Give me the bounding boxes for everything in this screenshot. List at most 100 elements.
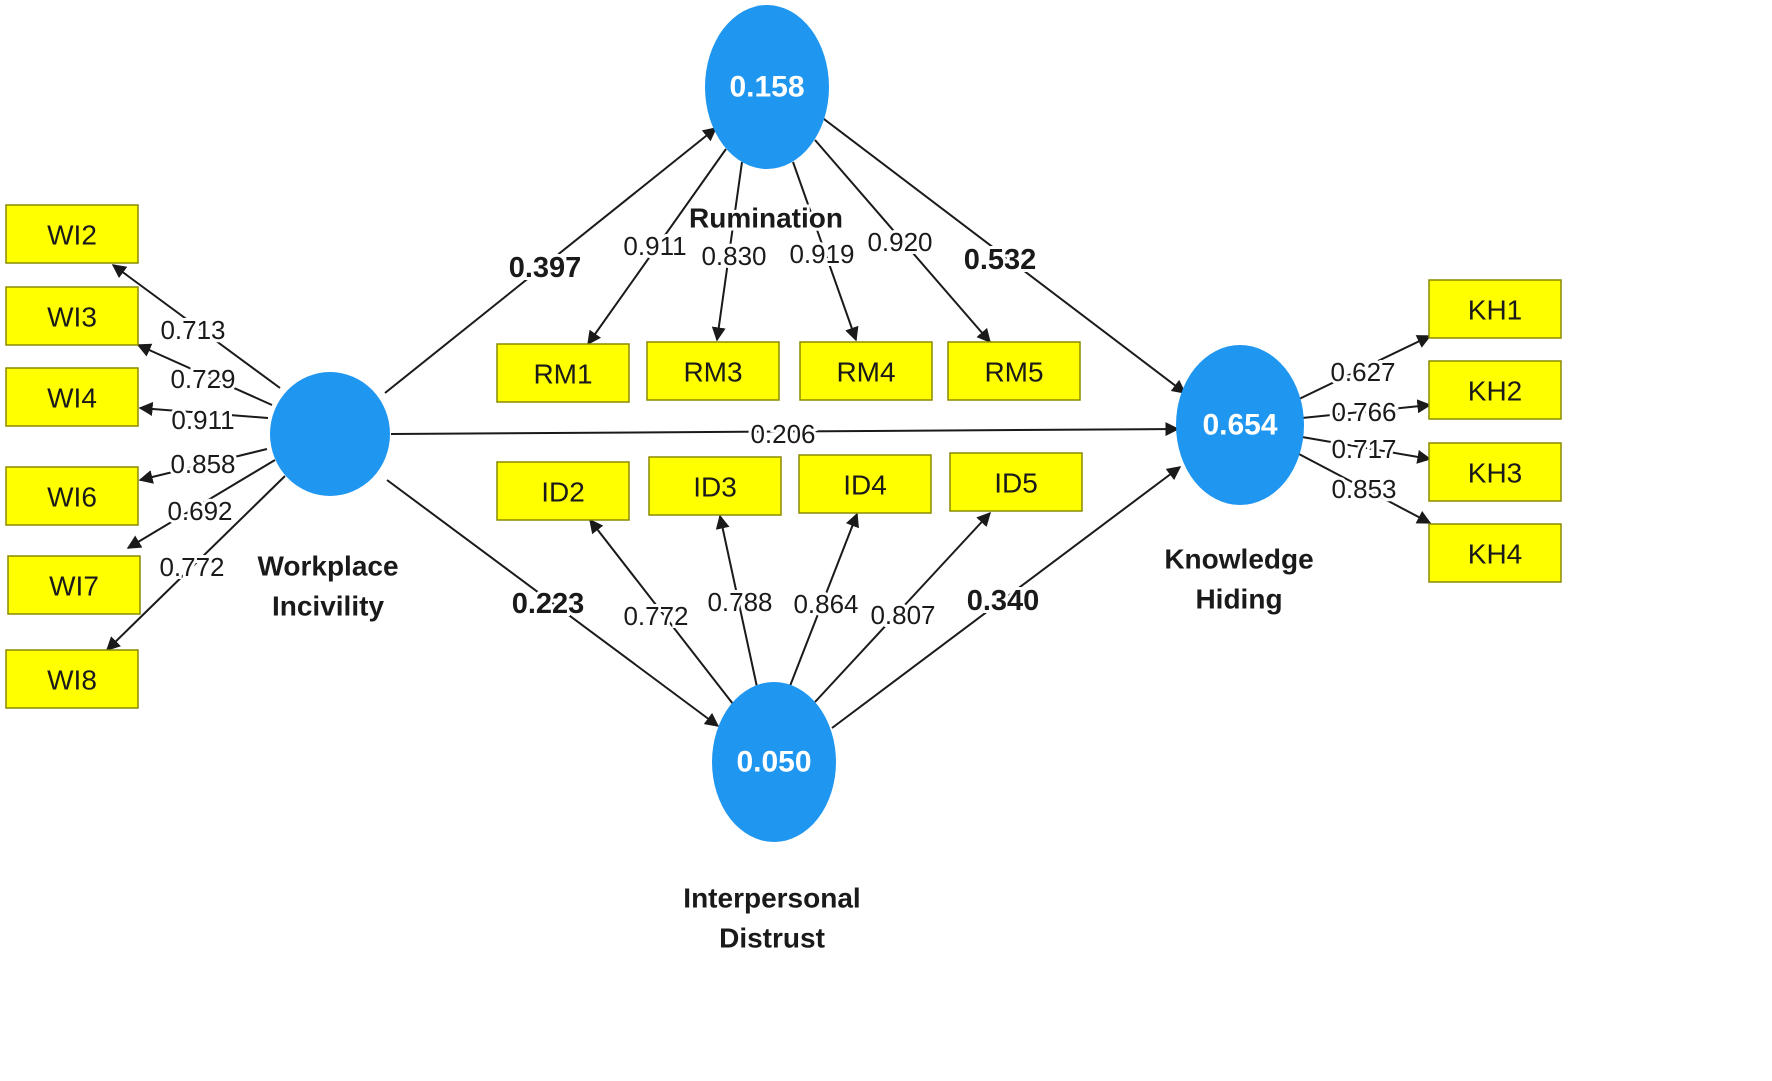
- path-arrow-rm_kh: [815, 112, 1187, 394]
- path-arrow-wi_id: [386, 479, 720, 727]
- path-arrow-id_kh: [831, 466, 1182, 729]
- loading-label-kh1: 0.627: [1330, 357, 1395, 387]
- indicator-rm5[interactable]: RM5: [947, 341, 1081, 401]
- loading-arrow-wi-1: [111, 264, 281, 389]
- construct-name-rumination-line-1: Rumination: [689, 203, 843, 234]
- indicator-id3[interactable]: ID3: [648, 456, 782, 516]
- indicator-box: [496, 461, 630, 521]
- indicator-id2[interactable]: ID2: [496, 461, 630, 521]
- indicator-label: WI4: [47, 383, 97, 414]
- loading-arrow-id-4: [814, 511, 991, 703]
- indicator-label: RM5: [984, 357, 1043, 388]
- indicator-label: WI8: [47, 665, 97, 696]
- indicator-wi8[interactable]: WI8: [5, 649, 139, 709]
- indicator-box: [5, 204, 139, 264]
- indicator-label: RM3: [683, 357, 742, 388]
- construct-rumination[interactable]: 0.158: [705, 5, 829, 169]
- loading-label-rm3: 0.830: [701, 241, 766, 271]
- indicator-wi4[interactable]: WI4: [5, 367, 139, 427]
- indicator-box: [1428, 442, 1562, 502]
- indicator-kh1[interactable]: KH1: [1428, 279, 1562, 339]
- indicator-wi2[interactable]: WI2: [5, 204, 139, 264]
- indicator-label: ID3: [693, 472, 737, 503]
- loading-arrow-id-3: [789, 512, 859, 687]
- construct-name-interpersonal-distrust-line-1: Interpersonal: [683, 883, 860, 914]
- indicator-rm4[interactable]: RM4: [799, 341, 933, 401]
- loading-arrow-id-1: [589, 518, 734, 705]
- loading-label-rm5: 0.920: [867, 227, 932, 257]
- loading-label-wi6: 0.858: [170, 449, 235, 479]
- indicator-label: KH3: [1468, 458, 1522, 489]
- indicator-kh4[interactable]: KH4: [1428, 523, 1562, 583]
- loading-arrow-kh-2: [1301, 399, 1432, 419]
- construct-interpersonal-distrust[interactable]: 0.050: [712, 682, 836, 842]
- indicator-box: [648, 456, 782, 516]
- indicator-label: WI2: [47, 220, 97, 251]
- loading-label-wi8: 0.772: [159, 552, 224, 582]
- loading-label-rm4: 0.919: [789, 239, 854, 269]
- indicator-box: [1428, 279, 1562, 339]
- loading-arrow-wi-4: [138, 448, 268, 484]
- loading-label-kh3: 0.717: [1331, 434, 1396, 464]
- indicator-wi3[interactable]: WI3: [5, 286, 139, 346]
- loading-arrow-rm-1: [587, 148, 727, 346]
- loading-label-rm1: 0.911: [623, 231, 686, 261]
- loading-arrow-kh-1: [1296, 335, 1432, 401]
- loading-label-wi7: 0.692: [167, 496, 232, 526]
- loading-arrow-wi-6: [105, 475, 286, 651]
- indicator-wi6[interactable]: WI6: [5, 466, 139, 526]
- construct-knowledge-hiding[interactable]: 0.654: [1176, 345, 1304, 505]
- indicator-box: [949, 452, 1083, 512]
- indicator-kh2[interactable]: KH2: [1428, 360, 1562, 420]
- indicator-rm1[interactable]: RM1: [496, 343, 630, 403]
- loading-label-id2: 0.772: [623, 601, 688, 631]
- indicator-label: WI3: [47, 302, 97, 333]
- indicator-box: [646, 341, 780, 401]
- indicator-box: [5, 367, 139, 427]
- r-squared-value: 0.158: [729, 71, 804, 104]
- indicator-box: [7, 555, 141, 615]
- path-coefficient-wi_kh: 0.206: [750, 419, 815, 449]
- path-coefficient-id_kh: 0.340: [967, 585, 1040, 617]
- loading-arrow-rm-2: [711, 161, 743, 342]
- loading-arrow-wi-2: [136, 343, 273, 406]
- indicator-box: [5, 649, 139, 709]
- loading-arrow-id-2: [715, 514, 758, 688]
- loading-label-id4: 0.864: [793, 589, 858, 619]
- path-coefficient-wi_id: 0.223: [512, 588, 585, 620]
- construct-circle: [712, 682, 836, 842]
- loading-arrow-wi-3: [138, 402, 269, 419]
- indicator-label: RM1: [533, 359, 592, 390]
- indicator-label: KH2: [1468, 376, 1522, 407]
- indicator-label: KH1: [1468, 295, 1522, 326]
- path-coefficient-rm_kh: 0.532: [964, 244, 1037, 276]
- indicator-label: RM4: [836, 357, 895, 388]
- loading-label-kh4: 0.853: [1331, 474, 1396, 504]
- indicator-label: ID2: [541, 477, 585, 508]
- indicator-label: ID4: [843, 470, 887, 501]
- indicator-box: [1428, 360, 1562, 420]
- indicator-kh3[interactable]: KH3: [1428, 442, 1562, 502]
- loading-arrow-kh-3: [1301, 436, 1432, 464]
- indicator-id5[interactable]: ID5: [949, 452, 1083, 512]
- loading-arrow-rm-3: [792, 161, 859, 342]
- indicator-rm3[interactable]: RM3: [646, 341, 780, 401]
- path-coefficient-wi_rm: 0.397: [509, 252, 582, 284]
- construct-circle: [270, 372, 390, 496]
- r-squared-value: 0.050: [736, 746, 811, 779]
- indicator-label: KH4: [1468, 539, 1522, 570]
- loading-label-kh2: 0.766: [1331, 397, 1396, 427]
- indicator-box: [1428, 523, 1562, 583]
- indicator-id4[interactable]: ID4: [798, 454, 932, 514]
- construct-circle: [1176, 345, 1304, 505]
- indicator-box: [798, 454, 932, 514]
- path-arrow-wi_rm: [384, 127, 718, 394]
- indicator-box: [5, 466, 139, 526]
- construct-workplace-incivility[interactable]: [270, 372, 390, 496]
- construct-name-workplace-incivility-line-1: Workplace: [257, 551, 398, 582]
- loading-label-id3: 0.788: [707, 587, 772, 617]
- indicator-wi7[interactable]: WI7: [7, 555, 141, 615]
- construct-name-workplace-incivility-line-2: Incivility: [272, 591, 384, 622]
